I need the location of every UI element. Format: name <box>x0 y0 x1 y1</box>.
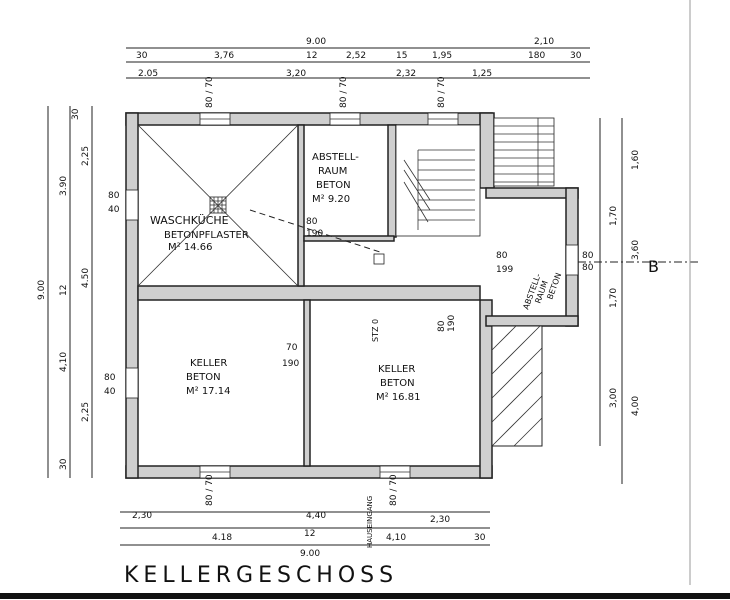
dim-left-3: 4.50 <box>81 268 91 288</box>
dimension-lines <box>47 47 700 546</box>
dim-left-8: 12 <box>59 285 69 296</box>
door-wk-1: 80 <box>306 217 318 227</box>
room-area: M² 17.14 <box>186 386 230 397</box>
room-area: M² 14.66 <box>168 242 212 253</box>
dim-bot-total: 9.00 <box>300 549 320 559</box>
dim-left-7: 30 <box>59 458 69 470</box>
dim-top-r2-3: 1,25 <box>472 69 492 79</box>
wall-ext-top <box>485 187 579 199</box>
door-wk-2: 190 <box>306 229 323 239</box>
dim-top-right-total: 2,10 <box>534 37 554 47</box>
dim-left-0: 30 <box>71 108 81 120</box>
dim-top-r1-5: 1,95 <box>432 51 452 61</box>
dim-top-r1-2: 12 <box>306 51 317 61</box>
dim-bot-r2-2: 4,10 <box>386 533 406 543</box>
dim-bot-r1-2: 2,30 <box>430 515 450 525</box>
dim-top-r2-1: 3,20 <box>286 69 306 79</box>
room-area: M² 16.81 <box>376 392 420 403</box>
room-abstellraum: ABSTELL- RAUM BETON M² 9.20 <box>312 152 359 205</box>
door-kl-2: 190 <box>282 359 299 369</box>
wall-abstell-bottom <box>303 235 395 242</box>
opening-top-2: 80 / 70 <box>437 76 447 108</box>
room-area: M² 9.20 <box>312 194 350 205</box>
entry-label: HAUSEINGANG <box>366 496 374 548</box>
room-floor: BETON <box>380 378 415 389</box>
dim-right-1: 1,70 <box>609 206 619 226</box>
door-kr-1: 80 <box>437 320 447 332</box>
plan-title: KELLERGESCHOSS <box>124 563 398 588</box>
wall-waschkueche-abstell <box>297 124 305 287</box>
room-name-2: RAUM <box>318 166 347 177</box>
stair-label: STZ 0 <box>371 319 380 342</box>
room-name: KELLER <box>190 358 227 369</box>
dim-right-5: 4,00 <box>631 396 641 416</box>
win-r-2: 80 <box>582 263 594 273</box>
win-l2-2: 40 <box>104 387 116 397</box>
door-kl-1: 70 <box>286 343 298 353</box>
door-as-2: 199 <box>496 265 513 275</box>
dim-top-r1-3: 2,52 <box>346 51 366 61</box>
dim-top-r1-7: 30 <box>570 51 582 61</box>
dim-bot-r2-1: 12 <box>304 529 315 539</box>
opening-bot-0: 80 / 70 <box>205 474 215 506</box>
dim-top-r1-1: 3,76 <box>214 51 234 61</box>
dim-top-r2-2: 2,32 <box>396 69 416 79</box>
room-waschkueche: WASCHKÜCHE BETONPFLASTER M² 14.66 <box>150 214 249 253</box>
dim-top-r2-0: 2.05 <box>138 69 158 79</box>
wall-left <box>125 112 139 479</box>
door-as-1: 80 <box>496 251 508 261</box>
room-floor: BETON <box>186 372 221 383</box>
wall-bottom <box>125 465 493 479</box>
room-name-1: ABSTELL- <box>312 152 359 163</box>
door-kr-2: 190 <box>447 315 457 332</box>
interior-walls <box>137 124 481 467</box>
dim-right-4: 3,00 <box>609 388 619 408</box>
dim-right-3: 1,70 <box>609 288 619 308</box>
dim-bot-r1-1: 4,40 <box>306 511 326 521</box>
opening-top-0: 80 / 70 <box>205 76 215 108</box>
room-floor: BETON <box>316 180 351 191</box>
dim-left-2: 9.00 <box>37 280 47 300</box>
win-l1-2: 40 <box>108 205 120 215</box>
windows <box>125 112 579 479</box>
dim-top-r1-0: 30 <box>136 51 148 61</box>
room-name: WASCHKÜCHE <box>150 214 229 227</box>
dim-left-1: 3.90 <box>59 176 69 196</box>
waschkueche-drain <box>137 124 299 287</box>
dim-left-4: 4,10 <box>59 352 69 372</box>
win-l1-1: 80 <box>108 191 120 201</box>
wall-stair-left <box>387 124 397 238</box>
dim-top-r1-4: 15 <box>396 51 407 61</box>
wall-keller-split <box>303 299 311 467</box>
win-l2-1: 80 <box>104 373 116 383</box>
win-r-1: 80 <box>582 251 594 261</box>
dashed-axis <box>249 209 381 253</box>
opening-top-1: 80 / 70 <box>339 76 349 108</box>
opening-bot-1: 80 / 70 <box>389 474 399 506</box>
dim-left-6: 2,25 <box>81 402 91 422</box>
dim-bot-r2-0: 4.18 <box>212 533 232 543</box>
wall-right-upper <box>479 112 495 189</box>
room-name: KELLER <box>378 364 415 375</box>
wall-ext-bottom <box>485 315 579 327</box>
dim-right-0: 1,60 <box>631 150 641 170</box>
dim-top-r1-6: 180 <box>528 51 545 61</box>
wall-mid-horizontal <box>137 285 481 301</box>
hatched-area <box>491 325 543 447</box>
section-marker: B <box>648 257 659 276</box>
room-keller-left: KELLER BETON M² 17.14 <box>186 358 230 397</box>
dim-top-total: 9.00 <box>306 37 326 47</box>
room-keller-right: KELLER BETON M² 16.81 <box>376 364 420 403</box>
dim-bot-r2-3: 30 <box>474 533 486 543</box>
staircase <box>373 117 555 265</box>
room-abstell-small: ABSTELL- RAUM BETON <box>521 272 563 311</box>
dim-bot-r1-0: 2,30 <box>132 511 152 521</box>
dim-right-2: 3,60 <box>631 240 641 260</box>
room-floor: BETONPFLASTER <box>164 230 249 241</box>
dim-left-5: 2,25 <box>81 146 91 166</box>
